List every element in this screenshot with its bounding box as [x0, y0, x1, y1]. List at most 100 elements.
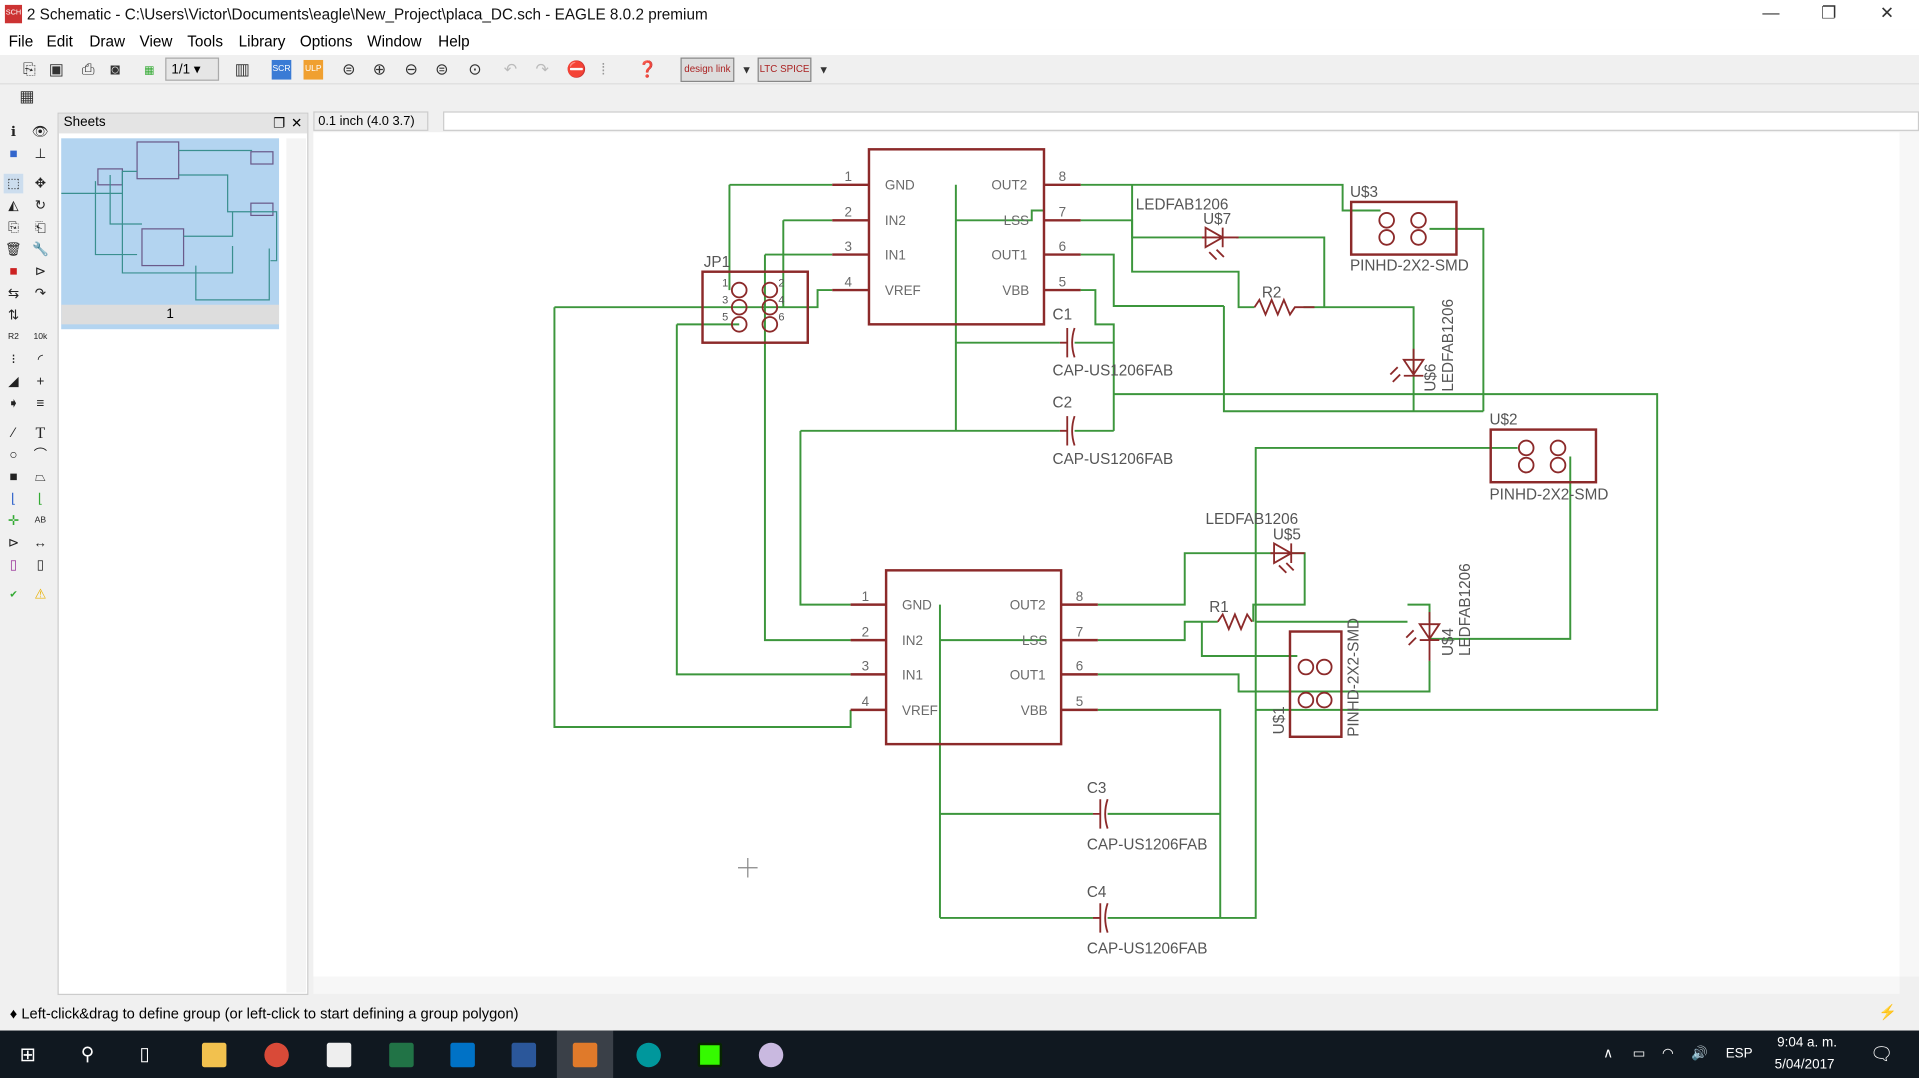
attribute-add-icon[interactable]: ⊳ — [7, 536, 20, 551]
minimize-button[interactable]: — — [1762, 2, 1780, 23]
rotate-icon[interactable]: ↻ — [34, 198, 47, 213]
group-icon[interactable]: ⬚ — [3, 173, 24, 194]
zoom-select-icon[interactable]: ⊙ — [468, 59, 482, 79]
change-icon[interactable]: 🔧 — [31, 242, 49, 258]
menu-edit[interactable]: Edit — [46, 33, 73, 51]
name-icon[interactable]: R2 — [7, 332, 19, 342]
dreamweaver-icon[interactable] — [697, 1042, 723, 1068]
zoom-out-icon[interactable]: ⊖ — [404, 59, 418, 79]
sch-brd-icon[interactable]: ▦ — [144, 63, 155, 76]
menu-help[interactable]: Help — [438, 33, 470, 51]
miter-icon[interactable]: ◜ — [37, 352, 43, 368]
split-icon[interactable]: ◢ — [8, 374, 19, 390]
horizontal-scrollbar[interactable] — [313, 976, 1900, 994]
notifications-icon[interactable]: 🗨 — [1870, 1043, 1894, 1065]
chevron-down-icon[interactable]: ▼ — [818, 63, 830, 76]
battery-icon[interactable]: ▭ — [1632, 1046, 1646, 1062]
menu-file[interactable]: File — [8, 33, 34, 51]
sheet-select[interactable]: 1/1 ▾ — [165, 57, 220, 81]
sheet-number[interactable]: 1 — [61, 304, 280, 325]
menu-options[interactable]: Options — [299, 33, 353, 51]
sheets-scrollbar[interactable] — [286, 138, 306, 993]
search-icon[interactable]: ⚲ — [80, 1043, 95, 1065]
frame-icon[interactable]: ▯ — [9, 558, 18, 573]
bus-icon[interactable]: ⌊ — [10, 492, 17, 507]
mirror-icon[interactable]: ◭ — [8, 198, 19, 213]
store-icon[interactable] — [326, 1042, 352, 1068]
add-icon[interactable]: ■ — [9, 264, 18, 280]
windows-start-icon[interactable]: ⊞ — [19, 1045, 36, 1067]
zoom-fit-icon[interactable]: ⊜ — [342, 59, 356, 79]
cam-icon[interactable]: ◙ — [110, 59, 120, 79]
library-icon[interactable]: ▥ — [234, 59, 250, 79]
vertical-scrollbar[interactable] — [1899, 132, 1919, 977]
close-panel-icon[interactable]: ✕ — [291, 116, 303, 131]
optimize-icon[interactable]: + — [36, 374, 45, 390]
word-icon[interactable] — [511, 1042, 537, 1068]
mark-icon[interactable]: ⊥ — [34, 146, 47, 162]
close-button[interactable]: ✕ — [1879, 2, 1895, 23]
tray-chevron-icon[interactable]: ∧ — [1603, 1046, 1614, 1062]
menu-library[interactable]: Library — [238, 33, 286, 51]
paint-icon[interactable] — [758, 1042, 784, 1068]
copy-icon[interactable]: ⎘ — [8, 220, 19, 235]
clock-time[interactable]: 9:04 a. m. — [1777, 1035, 1837, 1051]
gate-swap-icon[interactable]: ⇆ — [7, 286, 20, 302]
redo-icon[interactable]: ↷ — [535, 59, 549, 79]
invoke-icon[interactable]: ↷ — [34, 286, 47, 302]
help-icon[interactable]: ❓ — [637, 59, 658, 79]
value-icon[interactable]: 10k — [33, 332, 48, 342]
task-view-icon[interactable]: ▯ — [139, 1043, 150, 1065]
arduino-icon[interactable] — [636, 1042, 661, 1068]
open-icon[interactable]: ⎘ — [23, 59, 36, 79]
wire-icon[interactable]: ⁄ — [12, 425, 15, 441]
stop-icon[interactable]: ⛔ — [566, 59, 587, 79]
dimension-icon[interactable]: ↔ — [33, 536, 48, 551]
menu-view[interactable]: View — [139, 33, 173, 51]
chrome-icon[interactable] — [264, 1042, 289, 1068]
outlook-icon[interactable] — [450, 1042, 475, 1068]
command-input[interactable] — [443, 111, 1919, 131]
net-icon[interactable]: ⌊ — [37, 492, 44, 507]
float-icon[interactable]: ❐ — [273, 116, 286, 131]
grid-icon[interactable]: ▦ — [19, 86, 35, 106]
show-icon[interactable]: 👁 — [31, 124, 49, 140]
volume-icon[interactable]: 🔊 — [1691, 1046, 1709, 1062]
rect-icon[interactable]: ■ — [9, 469, 18, 485]
clock-date[interactable]: 5/04/2017 — [1774, 1057, 1835, 1073]
menu-draw[interactable]: Draw — [89, 33, 126, 51]
label-icon[interactable]: AB — [34, 516, 47, 526]
delete-icon[interactable]: 🗑 — [4, 242, 23, 258]
menu-window[interactable]: Window — [367, 33, 422, 51]
module-icon[interactable]: ▯ — [36, 558, 45, 573]
layer-icon[interactable]: ■ — [9, 146, 18, 162]
replace-icon[interactable]: ⊳ — [34, 264, 47, 280]
info-icon[interactable]: ℹ — [10, 124, 17, 140]
text-icon[interactable]: T — [35, 423, 46, 442]
excel-icon[interactable] — [389, 1042, 414, 1068]
paste-icon[interactable]: ⎗ — [34, 220, 46, 235]
wifi-icon[interactable]: ◠ — [1662, 1046, 1674, 1062]
warning-icon[interactable]: ⚠ — [34, 587, 47, 603]
undo-icon[interactable]: ↶ — [503, 59, 518, 79]
file-explorer-icon[interactable] — [201, 1042, 227, 1068]
eagle-task-active[interactable] — [556, 1030, 614, 1078]
zoom-in-icon[interactable]: ⊕ — [372, 59, 387, 79]
circle-icon[interactable]: ○ — [9, 447, 18, 463]
ulp-icon[interactable]: ULP — [303, 59, 324, 80]
print-icon[interactable]: ⎙ — [81, 59, 95, 79]
restore-button[interactable]: ❐ — [1821, 2, 1837, 23]
junction-icon[interactable]: ✛ — [7, 514, 20, 529]
zoom-redraw-icon[interactable]: ⊜ — [435, 59, 449, 79]
erc-icon[interactable]: ✔ — [9, 588, 18, 600]
attribute-icon[interactable]: ≡ — [36, 396, 45, 412]
ltc-spice-button[interactable]: LTC SPICE — [757, 57, 812, 83]
arc-icon[interactable]: ⌒ — [33, 447, 48, 463]
save-icon[interactable]: ▣ — [48, 59, 64, 79]
language-indicator[interactable]: ESP — [1725, 1046, 1753, 1062]
script-icon[interactable]: SCR — [271, 59, 292, 80]
chevron-down-icon[interactable]: ▼ — [741, 63, 753, 76]
design-link-button[interactable]: design link — [680, 57, 735, 83]
